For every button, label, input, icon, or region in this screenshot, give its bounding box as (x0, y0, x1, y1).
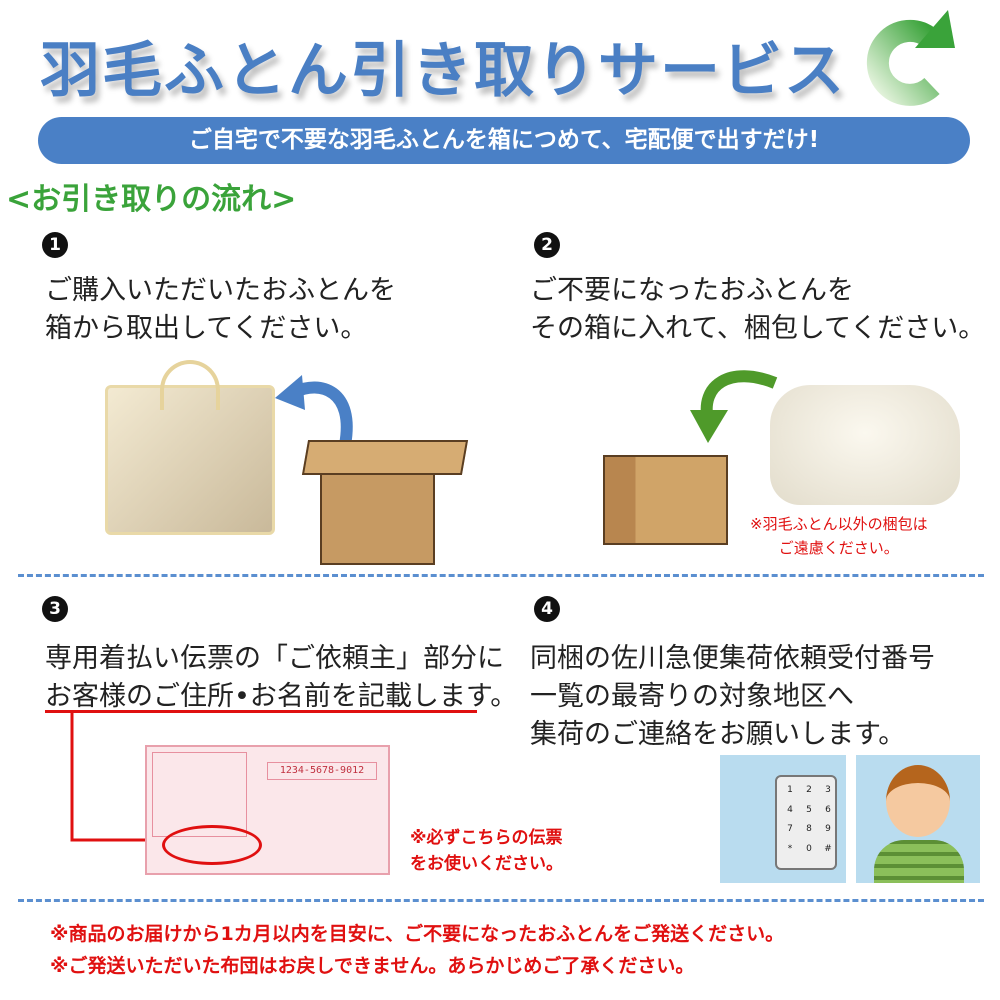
bag-handle (160, 360, 220, 410)
step-number-2: 2 (534, 232, 560, 258)
step-number-4: 4 (534, 596, 560, 622)
key: 0 (806, 843, 812, 854)
step-1-line: ご購入いただいたおふとんを (45, 275, 396, 306)
page-title: 羽毛ふとん引き取りサービス (40, 36, 846, 106)
folded-futon-image (770, 385, 960, 505)
step-4-text: 同梱の佐川急便集荷依頼受付番号 一覧の最寄りの対象地区へ 集荷のご連絡をお願いし… (530, 640, 935, 754)
step-number-3: 3 (42, 596, 68, 622)
key: # (824, 843, 832, 854)
blue-curved-arrow-icon (275, 375, 353, 447)
recycle-arrow-icon (866, 10, 955, 106)
taped-cardboard-box (603, 455, 728, 545)
shipping-slip-image: 1234-5678-9012 (145, 745, 390, 875)
step-1-line: 箱から取出してください。 (45, 313, 368, 344)
key: 3 (825, 785, 831, 795)
key: 7 (787, 824, 793, 834)
step-3-line: 専用着払い伝票の「ご依頼主」部分に (45, 643, 504, 674)
step-3-text: 専用着払い伝票の「ご依頼主」部分に お客様のご住所•お名前を記載します。 (45, 640, 517, 716)
box-flaps (301, 440, 469, 475)
footer-note: ※ご発送いただいた布団はお戻しできません。あらかじめご了承ください。 (50, 955, 695, 977)
green-curved-arrow-icon (690, 370, 778, 443)
key: 4 (787, 804, 793, 815)
step-3-note: ※必ずこちらの伝票 をお使いください。 (410, 825, 563, 877)
flow-heading: <お引き取りの流れ> (6, 182, 297, 217)
note-line: をお使いください。 (410, 854, 563, 874)
note-line: ※必ずこちらの伝票 (410, 828, 563, 848)
key: 6 (825, 804, 831, 815)
footer-note: ※商品のお届けから1カ月以内を目安に、ご不要になったおふとんをご発送ください。 (50, 923, 785, 945)
step-2-line: その箱に入れて、梱包してください。 (530, 313, 986, 344)
key: 9 (825, 824, 831, 834)
note-line: ご遠慮ください。 (778, 539, 899, 557)
divider (18, 574, 984, 577)
step-2-note: ※羽毛ふとん以外の梱包は ご遠慮ください。 (750, 512, 928, 560)
step-2-line: ご不要になったおふとんを (530, 275, 854, 306)
step-3-line: お客様のご住所•お名前を記載します。 (45, 681, 518, 712)
footer-notes: ※商品のお届けから1カ月以内を目安に、ご不要になったおふとんをご発送ください。 … (50, 918, 784, 982)
key: 2 (806, 785, 812, 795)
red-underline (45, 710, 477, 713)
slip-tracking-number: 1234-5678-9012 (267, 762, 377, 780)
open-cardboard-box (320, 470, 435, 565)
subtitle-banner: ご自宅で不要な羽毛ふとんを箱につめて、宅配便で出すだけ! (38, 117, 970, 164)
key: 1 (787, 785, 793, 795)
step-2-text: ご不要になったおふとんを その箱に入れて、梱包してください。 (530, 272, 985, 348)
key: 8 (806, 824, 812, 834)
step-4-line: 同梱の佐川急便集荷依頼受付番号 (530, 643, 935, 674)
note-line: ※羽毛ふとん以外の梱包は (750, 515, 928, 533)
step-4-line: 一覧の最寄りの対象地区へ (530, 681, 854, 712)
step-number-1: 1 (42, 232, 68, 258)
key: * (787, 843, 793, 854)
divider (18, 899, 984, 902)
step-4-line: 集荷のご連絡をお願いします。 (530, 719, 906, 750)
step-1-text: ご購入いただいたおふとんを 箱から取出してください。 (45, 272, 396, 348)
phone-keypad: 1 2 3 4 5 6 7 8 9 * 0 # (775, 775, 837, 870)
telephone-image: 1 2 3 4 5 6 7 8 9 * 0 # (720, 755, 846, 883)
woman-on-phone-image (856, 755, 980, 883)
key: 5 (806, 804, 812, 815)
